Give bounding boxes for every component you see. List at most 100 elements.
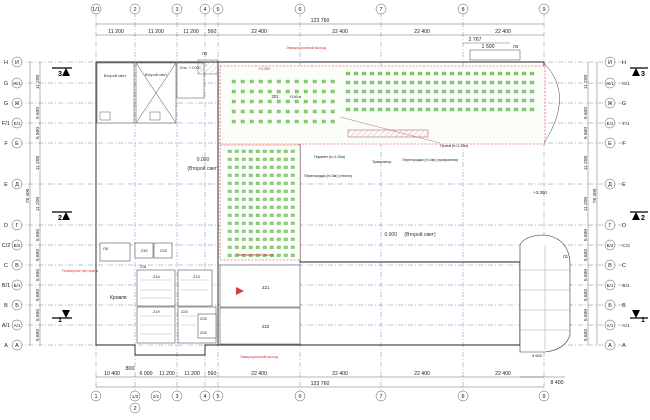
table-icon xyxy=(276,205,281,209)
table-icon xyxy=(255,213,260,217)
table-icon xyxy=(276,213,281,217)
left-axis-latin: G xyxy=(4,101,8,107)
table-icon xyxy=(473,71,479,76)
table-icon xyxy=(269,221,274,225)
table-icon xyxy=(234,253,239,257)
level-label: Отм. + 3.000 xyxy=(180,66,201,70)
table-icon xyxy=(267,99,272,104)
table-icon xyxy=(497,107,503,112)
left-axis-latin: G xyxy=(4,81,8,87)
dimension-label: 560 xyxy=(208,371,217,377)
right-axis-cyr: В/2 xyxy=(607,243,614,248)
table-icon xyxy=(330,119,335,124)
room-label: 224 xyxy=(181,309,188,314)
table-icon xyxy=(433,107,439,112)
table-icon xyxy=(353,89,359,94)
table-icon xyxy=(505,71,511,76)
table-icon xyxy=(255,221,260,225)
top-axis-label: 2 xyxy=(133,7,136,13)
table-icon xyxy=(262,213,267,217)
table-icon xyxy=(283,253,288,257)
table-icon xyxy=(473,98,479,103)
dimension-label: 22 400 xyxy=(414,29,430,35)
table-icon xyxy=(262,205,267,209)
table-icon xyxy=(497,98,503,103)
table-icon xyxy=(290,245,295,249)
table-icon xyxy=(276,149,281,153)
table-icon xyxy=(241,237,246,241)
table-icon xyxy=(276,189,281,193)
table-icon xyxy=(276,79,281,84)
level-label: 0.000 xyxy=(197,157,210,163)
left-axis-latin: A/1 xyxy=(2,323,10,329)
table-icon xyxy=(269,197,274,201)
table-icon xyxy=(234,165,239,169)
room-label: 221 xyxy=(262,285,270,290)
table-icon xyxy=(330,99,335,104)
table-icon xyxy=(441,107,447,112)
table-icon xyxy=(303,109,308,114)
table-icon xyxy=(489,107,495,112)
table-icon xyxy=(401,107,407,112)
table-icon xyxy=(409,71,415,76)
section-marker-1-right: 1 xyxy=(630,310,648,324)
table-icon xyxy=(401,98,407,103)
left-axis-cyr: Б/1 xyxy=(14,283,21,288)
right-axis-cyr: И xyxy=(608,60,612,66)
table-icon xyxy=(249,99,254,104)
table-icon xyxy=(269,189,274,193)
dining-furniture xyxy=(227,71,535,257)
right-axis-latin: H xyxy=(622,60,626,66)
room-label: 222 xyxy=(262,324,270,329)
table-icon xyxy=(269,181,274,185)
table-icon xyxy=(489,98,495,103)
table-icon xyxy=(234,149,239,153)
table-icon xyxy=(294,109,299,114)
table-icon xyxy=(377,71,383,76)
table-icon xyxy=(255,205,260,209)
table-icon xyxy=(457,89,463,94)
table-icon xyxy=(241,173,246,177)
table-icon xyxy=(385,98,391,103)
emergency-exit-label: Эвакуационный выход xyxy=(286,46,327,50)
table-icon xyxy=(513,107,519,112)
dimension-label: 22 400 xyxy=(332,29,348,35)
table-icon xyxy=(497,89,503,94)
table-icon xyxy=(231,119,236,124)
table-icon xyxy=(283,229,288,233)
right-axis-cyr: Д xyxy=(608,182,612,188)
table-icon xyxy=(255,181,260,185)
table-icon xyxy=(276,237,281,241)
table-icon xyxy=(262,197,267,201)
table-icon xyxy=(330,79,335,84)
table-icon xyxy=(283,165,288,169)
dimension-label: 5 600 xyxy=(583,107,589,119)
dimension-label: 8 400 xyxy=(551,380,564,386)
right-axis-latin: G/1 xyxy=(622,81,630,87)
table-icon xyxy=(449,107,455,112)
table-icon xyxy=(227,173,232,177)
table-icon xyxy=(441,98,447,103)
left-axis-cyr: Е/1 xyxy=(14,121,21,126)
table-icon xyxy=(269,237,274,241)
table-icon xyxy=(425,89,431,94)
table-icon xyxy=(258,89,263,94)
table-icon xyxy=(417,80,423,85)
table-icon xyxy=(249,79,254,84)
table-icon xyxy=(269,165,274,169)
dimension-label: 10 400 xyxy=(104,371,120,377)
table-icon xyxy=(457,98,463,103)
table-icon xyxy=(255,173,260,177)
svg-text:3: 3 xyxy=(641,71,645,78)
table-icon xyxy=(345,107,351,112)
table-icon xyxy=(283,213,288,217)
room-label: 225 xyxy=(200,316,207,321)
table-icon xyxy=(321,79,326,84)
table-icon xyxy=(425,80,431,85)
curved-facade xyxy=(543,62,560,144)
overall-dimension-left: 78 400 xyxy=(25,188,31,203)
dimension-label: 5 600 xyxy=(583,269,589,281)
dimension-label: 11 200 xyxy=(583,75,589,90)
right-axis-cyr: Е xyxy=(608,141,612,147)
dimension-label: 11 200 xyxy=(583,156,589,171)
